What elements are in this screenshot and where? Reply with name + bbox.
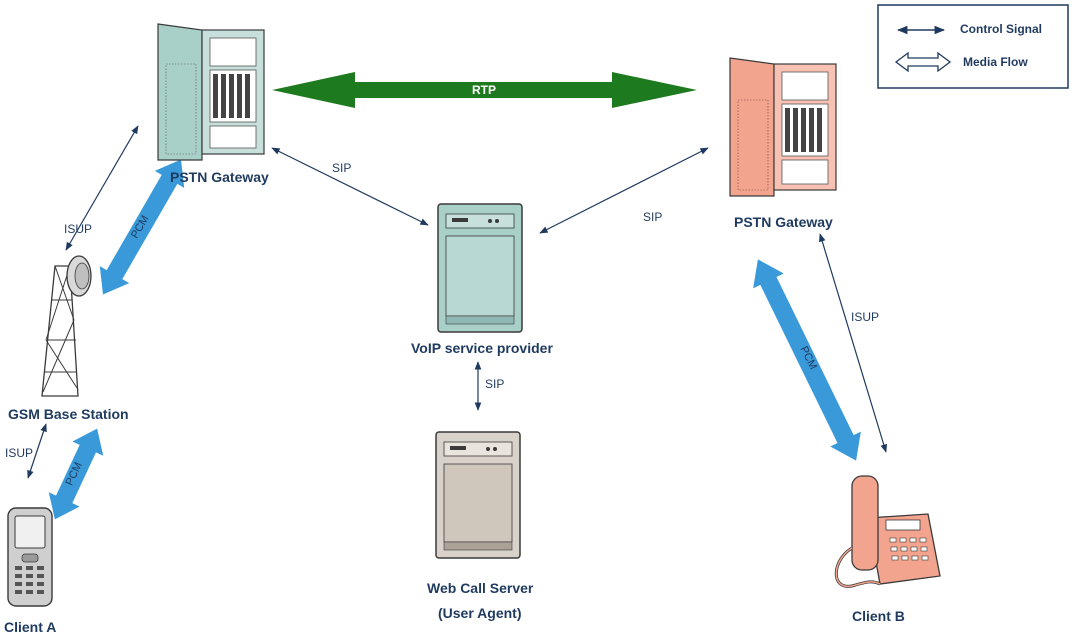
sip-right-label: SIP: [643, 210, 663, 224]
desk-phone-icon: [834, 475, 941, 588]
pstn-gateway-right-icon: [729, 57, 837, 197]
client-b-label: Client B: [852, 608, 905, 624]
mobile-phone-icon: [7, 507, 53, 607]
legend: [877, 4, 1069, 89]
pstn-gateway-left-icon: [157, 23, 265, 161]
isup-left-upper-label: ISUP: [64, 222, 93, 236]
sip-down-label: SIP: [485, 377, 505, 391]
sip-left-line: [271, 147, 429, 226]
pcm-left-upper-arrow: [99, 159, 185, 295]
rtp-label: RTP: [472, 83, 496, 97]
isup-right-label: ISUP: [851, 310, 880, 324]
isup-left-lower-line: [27, 423, 47, 479]
pcm-right-arrow: [753, 259, 861, 461]
legend-control-signal-label: Control Signal: [960, 22, 1042, 36]
media-flow-legend-icon: [894, 51, 952, 73]
legend-media-flow-label: Media Flow: [963, 55, 1028, 69]
sip-left-label: SIP: [332, 161, 352, 175]
isup-left-lower-label: ISUP: [5, 446, 34, 460]
gsm-tower-icon: [41, 255, 92, 397]
web-call-server-icon: [435, 431, 521, 559]
voip-provider-label: VoIP service provider: [411, 340, 553, 356]
user-agent-label: (User Agent): [438, 605, 522, 621]
client-a-label: Client A: [4, 619, 57, 635]
web-call-server-label: Web Call Server: [427, 580, 534, 596]
pstn-gateway-right-label: PSTN Gateway: [734, 214, 833, 230]
isup-left-upper-line: [65, 125, 139, 251]
rtp-media-arrow: [272, 72, 697, 108]
sip-right-line: [539, 147, 709, 234]
voip-server-icon: [437, 203, 523, 333]
isup-right-line: [818, 233, 888, 453]
pstn-gateway-left-label: PSTN Gateway: [170, 169, 269, 185]
pcm-left-lower-arrow: [48, 428, 104, 520]
gsm-base-station-label: GSM Base Station: [8, 406, 129, 422]
